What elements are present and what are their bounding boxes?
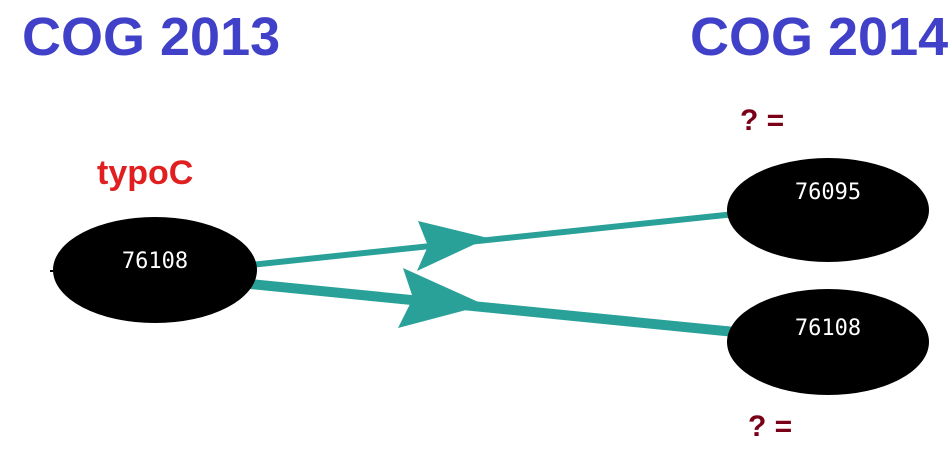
- edge-to-76108: [249, 279, 736, 337]
- top-annotation: ? =: [740, 104, 785, 137]
- node-2014-76095: [727, 158, 929, 262]
- arrowhead-to-76108: [398, 268, 485, 328]
- bottom-annotation: ? =: [748, 410, 793, 443]
- node-2014-76095-label: 76095: [795, 180, 861, 205]
- source-tag-label: typoC: [97, 154, 194, 192]
- edge-to-76095: [249, 211, 736, 268]
- node-2013-76108-label: 76108: [122, 249, 188, 274]
- node-2014-76108-label: 76108: [795, 316, 861, 341]
- cog-2014-title: COG 2014: [690, 7, 949, 67]
- node-2013-76108: [53, 217, 257, 323]
- cog-2013-title: COG 2013: [22, 7, 281, 67]
- node-2014-76108: [727, 289, 929, 395]
- arrowhead-to-76095: [417, 221, 488, 271]
